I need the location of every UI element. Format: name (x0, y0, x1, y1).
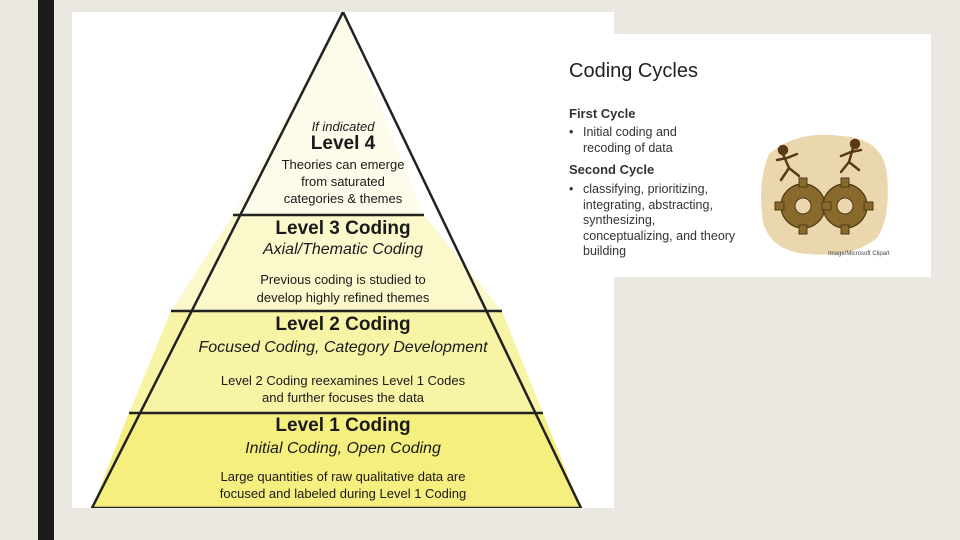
level3-subtitle: Axial/Thematic Coding (72, 241, 614, 259)
first-cycle-text: Initial coding and recoding of data (569, 125, 713, 156)
bullet-dot: • (569, 125, 573, 141)
gears-with-runners-icon (757, 126, 891, 260)
level4-line-1: Theories can emerge (72, 157, 614, 173)
coding-levels-pyramid: If indicated Level 4 Theories can emerge… (72, 12, 614, 508)
level3-title: Level 3 Coding (72, 218, 614, 240)
first-cycle-heading: First Cycle (569, 106, 635, 121)
level4-line-3: categories & themes (72, 191, 614, 207)
level2-line-1: Level 2 Coding reexamines Level 1 Codes (72, 373, 614, 389)
second-cycle-heading: Second Cycle (569, 162, 654, 177)
level4-title: Level 4 (72, 133, 614, 155)
level1-subtitle: Initial Coding, Open Coding (72, 440, 614, 458)
bullet-dot: • (569, 182, 573, 198)
level1-title: Level 1 Coding (72, 415, 614, 437)
level2-subtitle: Focused Coding, Category Development (72, 339, 614, 357)
level4-note: If indicated (72, 119, 614, 134)
level1-line-2: focused and labeled during Level 1 Codin… (72, 486, 614, 502)
first-cycle-bullet: • Initial coding and recoding of data (569, 125, 769, 156)
slide-accent-bar (38, 0, 54, 540)
image-credit: Image/Microsoft Clipart (828, 251, 890, 257)
coding-cycles-title: Coding Cycles (569, 60, 698, 83)
second-cycle-text: classifying, prioritizing, integrating, … (569, 182, 743, 260)
level1-line-1: Large quantities of raw qualitative data… (72, 469, 614, 485)
level2-line-2: and further focuses the data (72, 390, 614, 406)
level2-title: Level 2 Coding (72, 314, 614, 336)
level3-line-2: develop highly refined themes (72, 290, 614, 306)
coding-cycles-panel: Coding Cycles First Cycle • Initial codi… (556, 34, 931, 277)
level3-line-1: Previous coding is studied to (72, 272, 614, 288)
second-cycle-bullet: • classifying, prioritizing, integrating… (569, 182, 769, 260)
level4-line-2: from saturated (72, 174, 614, 190)
